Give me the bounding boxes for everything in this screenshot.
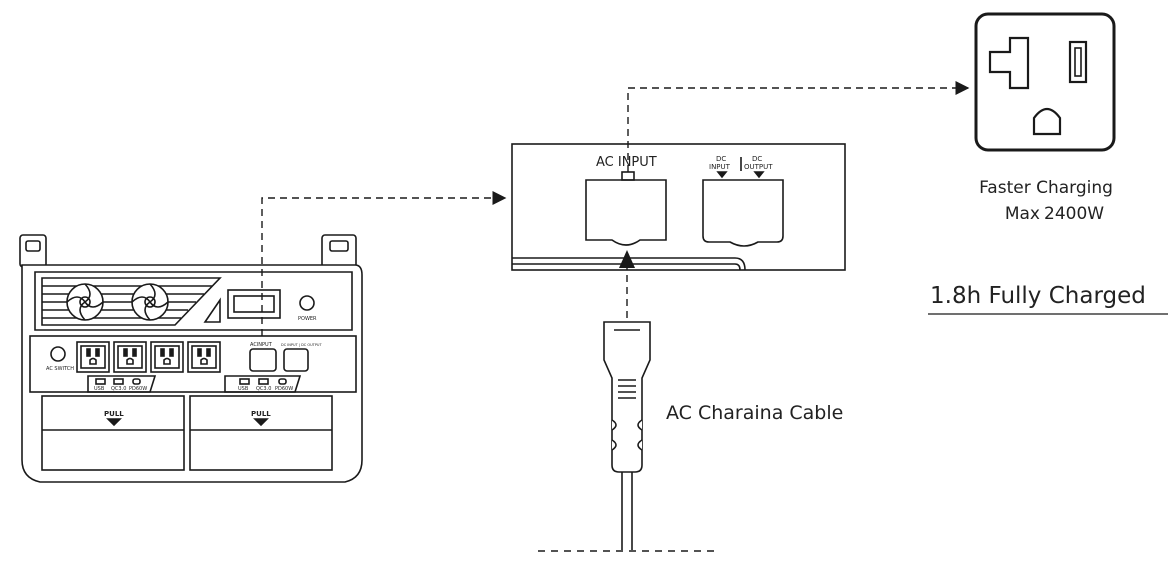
usb-label: USB — [94, 386, 105, 392]
pull-arrow-icon — [106, 418, 122, 427]
panel-dc-top-right: DC — [752, 155, 762, 163]
fan-icon — [66, 283, 104, 321]
pull-arrow-icon — [253, 418, 269, 427]
ac-input-port[interactable] — [249, 348, 277, 372]
pd-label: PD60W — [275, 386, 293, 392]
pull-label-left: PULL — [104, 410, 124, 418]
qc-label: QC3.0 — [111, 386, 126, 392]
outlet-line2-value: 2400W — [1044, 204, 1104, 224]
outlet-line1: Faster Charging — [979, 178, 1113, 198]
unit-ac-input-label: ACINPUT — [250, 342, 273, 348]
connector-line-unit-to-panel — [261, 191, 507, 336]
panel-zoom — [511, 143, 846, 271]
power-label: POWER — [298, 316, 317, 322]
drawer-right[interactable] — [189, 395, 333, 471]
ac-outlet — [150, 341, 184, 373]
pd-label: PD60W — [129, 386, 147, 392]
usb-ports-right — [224, 375, 302, 393]
right-handle-icon — [321, 234, 357, 268]
dc-socket[interactable] — [702, 179, 784, 247]
ac-switch-button[interactable] — [50, 346, 66, 362]
unit-dc-io-label: DC INPUT | DC OUTPUT — [281, 343, 322, 347]
charge-time-label: 1.8h Fully Charged — [930, 283, 1146, 309]
ac-outlet — [187, 341, 221, 373]
ac-switch-label: AC SWITCH — [46, 366, 74, 372]
panel-dc-output-label: OUTPUT — [744, 163, 773, 171]
connector-line-panel-to-outlet — [627, 81, 970, 172]
arrow-up-icon — [619, 250, 635, 268]
ac-outlet — [76, 341, 110, 373]
left-handle-icon — [19, 234, 47, 268]
usb-ports-left — [87, 375, 157, 393]
plug-icon — [603, 321, 651, 550]
outlet-line2-prefix: Max — [1005, 204, 1040, 224]
ac-input-socket[interactable] — [585, 179, 667, 246]
outlet-icon — [974, 12, 1116, 152]
ac-outlet — [113, 341, 147, 373]
drawer-left[interactable] — [41, 395, 185, 471]
qc-label: QC3.0 — [256, 386, 271, 392]
lcd-display — [227, 289, 281, 319]
power-station — [19, 234, 363, 483]
dc-port[interactable] — [283, 348, 309, 372]
fan-icon — [131, 283, 169, 321]
side-vent — [203, 297, 221, 323]
panel-dc-top-left: DC — [716, 155, 726, 163]
usb-label: USB — [238, 386, 249, 392]
power-button[interactable] — [299, 295, 315, 311]
cable-label: AC Charaina Cable — [666, 402, 843, 424]
panel-ac-input-label: AC INPUT — [596, 155, 657, 170]
panel-dc-input-label: INPUT — [709, 163, 731, 171]
pull-label-right: PULL — [251, 410, 271, 418]
